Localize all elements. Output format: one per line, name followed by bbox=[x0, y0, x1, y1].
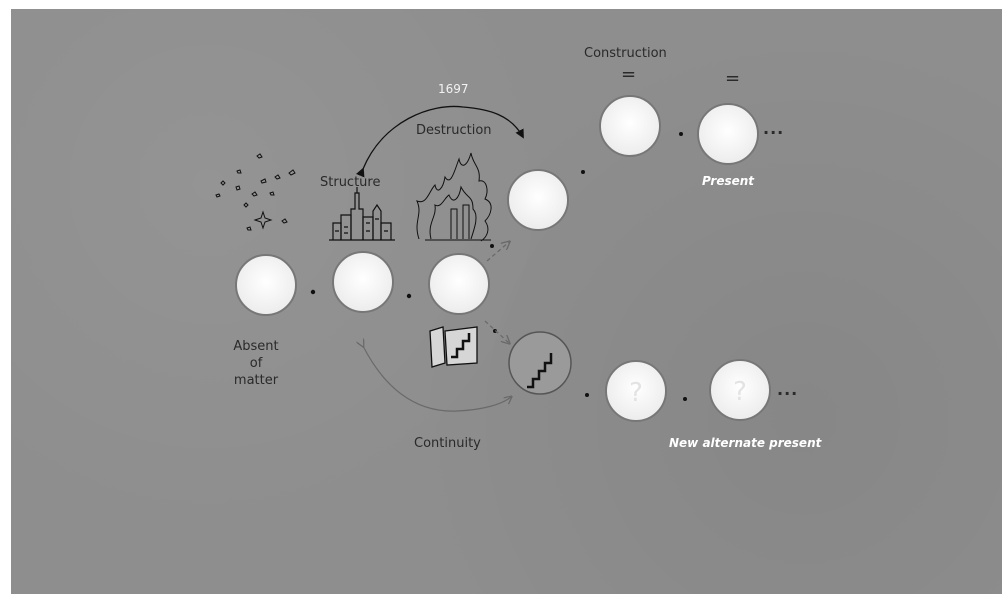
branch-arrow-lower bbox=[484, 320, 509, 343]
circle-structure bbox=[332, 251, 394, 313]
equals-sign-2: = bbox=[725, 68, 741, 89]
ellipsis-lower: ... bbox=[777, 380, 799, 399]
question-mark-2: ? bbox=[733, 377, 747, 407]
burning-ruins-sketch bbox=[416, 152, 492, 242]
absent-word: Absent bbox=[233, 339, 279, 354]
continuity-arrow bbox=[363, 346, 511, 412]
structure-label: Structure bbox=[320, 175, 381, 190]
connector-dots bbox=[310, 132, 687, 401]
circle-absent bbox=[235, 254, 297, 316]
timeline-diagram: ? ? bbox=[215, 95, 771, 422]
matter-word: matter bbox=[233, 373, 279, 388]
question-mark-1: ? bbox=[629, 378, 643, 408]
circle-destruction bbox=[428, 253, 490, 315]
circle-continuity bbox=[508, 331, 572, 395]
diagram-canvas: ? ? Construction = = ... 1697 Destructio… bbox=[11, 9, 1002, 594]
circle-present bbox=[697, 103, 759, 165]
of-word: of bbox=[249, 356, 263, 371]
new-alternate-present-label: New alternate present bbox=[669, 436, 822, 450]
year-label: 1697 bbox=[438, 82, 469, 96]
continuity-cards-sketch bbox=[429, 326, 478, 368]
circle-alternate-1 bbox=[605, 360, 667, 422]
circle-branch-upper bbox=[507, 169, 569, 231]
destruction-label: Destruction bbox=[416, 123, 492, 138]
ellipsis-upper: ... bbox=[763, 119, 785, 138]
branch-arrow-upper bbox=[486, 242, 509, 262]
staircase-icon bbox=[527, 353, 553, 389]
present-label: Present bbox=[702, 174, 755, 188]
circle-construction-1 bbox=[599, 95, 661, 157]
absent-of-matter-label: Absent of matter bbox=[225, 338, 287, 389]
circle-alternate-2 bbox=[709, 359, 771, 421]
equals-sign-1: = bbox=[621, 64, 637, 85]
continuity-label: Continuity bbox=[414, 436, 481, 451]
timeline-circles bbox=[235, 95, 771, 422]
scattered-matter-sketch bbox=[215, 153, 296, 231]
construction-label: Construction bbox=[584, 46, 667, 61]
town-structure-sketch bbox=[329, 187, 395, 241]
year-double-arrow bbox=[355, 105, 524, 178]
